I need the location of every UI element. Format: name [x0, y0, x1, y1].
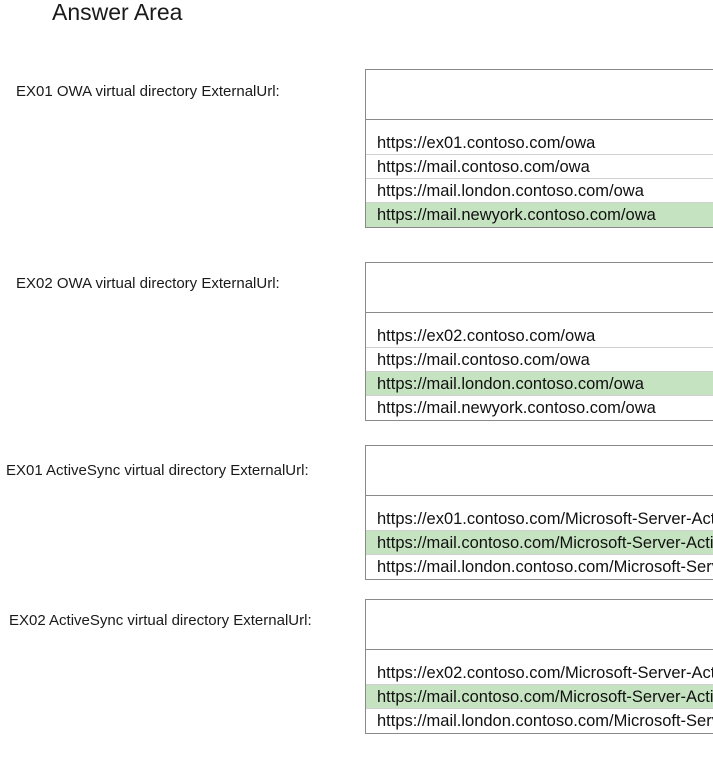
dropdown-option[interactable]: https://mail.london.contoso.com/Microsof…: [377, 558, 713, 576]
dropdown-option[interactable]: https://mail.newyork.contoso.com/owa: [366, 203, 713, 227]
dropdown-option[interactable]: https://mail.newyork.contoso.com/owa: [377, 399, 656, 417]
dropdown-ex02-activesync[interactable]: https://ex02.contoso.com/Microsoft-Serve…: [365, 599, 713, 734]
dropdown-selected-value[interactable]: [366, 446, 713, 496]
dropdown-options-list: https://ex02.contoso.com/Microsoft-Serve…: [366, 650, 713, 733]
dropdown-selected-value[interactable]: [366, 600, 713, 650]
dropdown-options-list: https://ex01.contoso.com/owa https://mai…: [366, 120, 713, 227]
dropdown-option[interactable]: https://mail.london.contoso.com/Microsof…: [377, 712, 713, 730]
dropdown-option[interactable]: https://mail.london.contoso.com/owa: [366, 372, 713, 396]
dropdown-ex01-activesync[interactable]: https://ex01.contoso.com/Microsoft-Serve…: [365, 445, 713, 580]
question-label-ex01-activesync: EX01 ActiveSync virtual directory Extern…: [6, 462, 309, 479]
dropdown-ex01-owa[interactable]: https://ex01.contoso.com/owa https://mai…: [365, 69, 713, 228]
dropdown-options-list: https://ex02.contoso.com/owa https://mai…: [366, 313, 713, 420]
question-label-ex01-owa: EX01 OWA virtual directory ExternalUrl:: [16, 83, 280, 100]
dropdown-option[interactable]: https://ex02.contoso.com/owa: [366, 324, 713, 348]
answer-area-title: Answer Area: [52, 0, 183, 25]
dropdown-options-list: https://ex01.contoso.com/Microsoft-Serve…: [366, 496, 713, 579]
question-label-ex02-activesync: EX02 ActiveSync virtual directory Extern…: [9, 612, 312, 629]
question-label-ex02-owa: EX02 OWA virtual directory ExternalUrl:: [16, 275, 280, 292]
dropdown-option[interactable]: https://ex01.contoso.com/owa: [366, 131, 713, 155]
dropdown-selected-value[interactable]: [366, 70, 713, 120]
dropdown-option[interactable]: https://ex01.contoso.com/Microsoft-Serve…: [366, 507, 713, 531]
dropdown-option[interactable]: https://mail.contoso.com/owa: [366, 155, 713, 179]
dropdown-option[interactable]: https://ex02.contoso.com/Microsoft-Serve…: [366, 661, 713, 685]
dropdown-ex02-owa[interactable]: https://ex02.contoso.com/owa https://mai…: [365, 262, 713, 421]
dropdown-option[interactable]: https://mail.contoso.com/Microsoft-Serve…: [366, 685, 713, 709]
dropdown-selected-value[interactable]: [366, 263, 713, 313]
dropdown-option[interactable]: https://mail.contoso.com/Microsoft-Serve…: [366, 531, 713, 555]
dropdown-option[interactable]: https://mail.contoso.com/owa: [366, 348, 713, 372]
dropdown-option[interactable]: https://mail.london.contoso.com/owa: [366, 179, 713, 203]
